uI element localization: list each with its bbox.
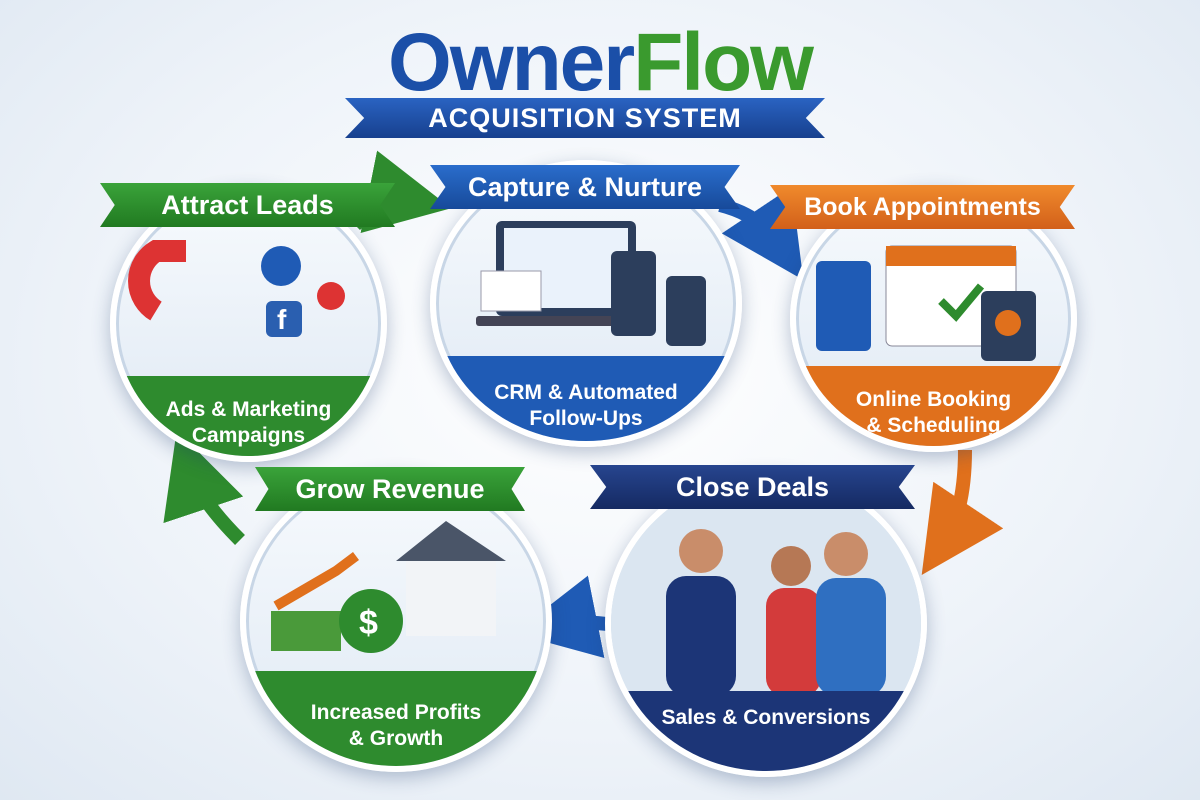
step-title-capture-nurture: Capture & Nurture: [430, 165, 740, 209]
checkmark-icon: [938, 283, 985, 322]
crm-devices-illustration: [476, 221, 706, 346]
step-title-attract-leads: Attract Leads: [100, 183, 395, 227]
step-title-book-appointments: Book Appointments: [770, 185, 1075, 229]
step-caption: Increased Profits& Growth: [246, 671, 546, 766]
arrow-book-to-close: [921, 449, 1004, 575]
calendar-illustration: [816, 245, 1036, 361]
phone-icon: [611, 251, 656, 336]
step-caption: Sales & Conversions: [611, 691, 921, 771]
money-bag-icon: [339, 589, 403, 653]
step-book-appointments: Online Booking& Scheduling: [790, 185, 1077, 452]
growth-house-illustration: $: [271, 521, 506, 653]
step-caption: Online Booking& Scheduling: [796, 366, 1071, 446]
magnet-social-illustration: f: [128, 240, 345, 337]
arrow-grow-to-attract: [163, 430, 245, 545]
step-grow-revenue: $ Increased Profits& Growth: [240, 470, 552, 772]
page-title: OwnerFlow: [388, 17, 814, 108]
svg-text:$: $: [359, 604, 378, 642]
step-close-deals: Sales & Conversions: [605, 470, 927, 777]
chat-icon: [317, 282, 345, 310]
email-icon: [480, 270, 542, 312]
step-title-grow-revenue: Grow Revenue: [255, 467, 525, 511]
facebook-icon: [266, 301, 302, 337]
handshake-illustration: [611, 476, 921, 696]
svg-text:f: f: [277, 304, 287, 335]
user-icon: [261, 246, 301, 286]
subtitle-banner: ACQUISITION SYSTEM: [345, 98, 825, 138]
step-title-close-deals: Close Deals: [590, 465, 915, 509]
